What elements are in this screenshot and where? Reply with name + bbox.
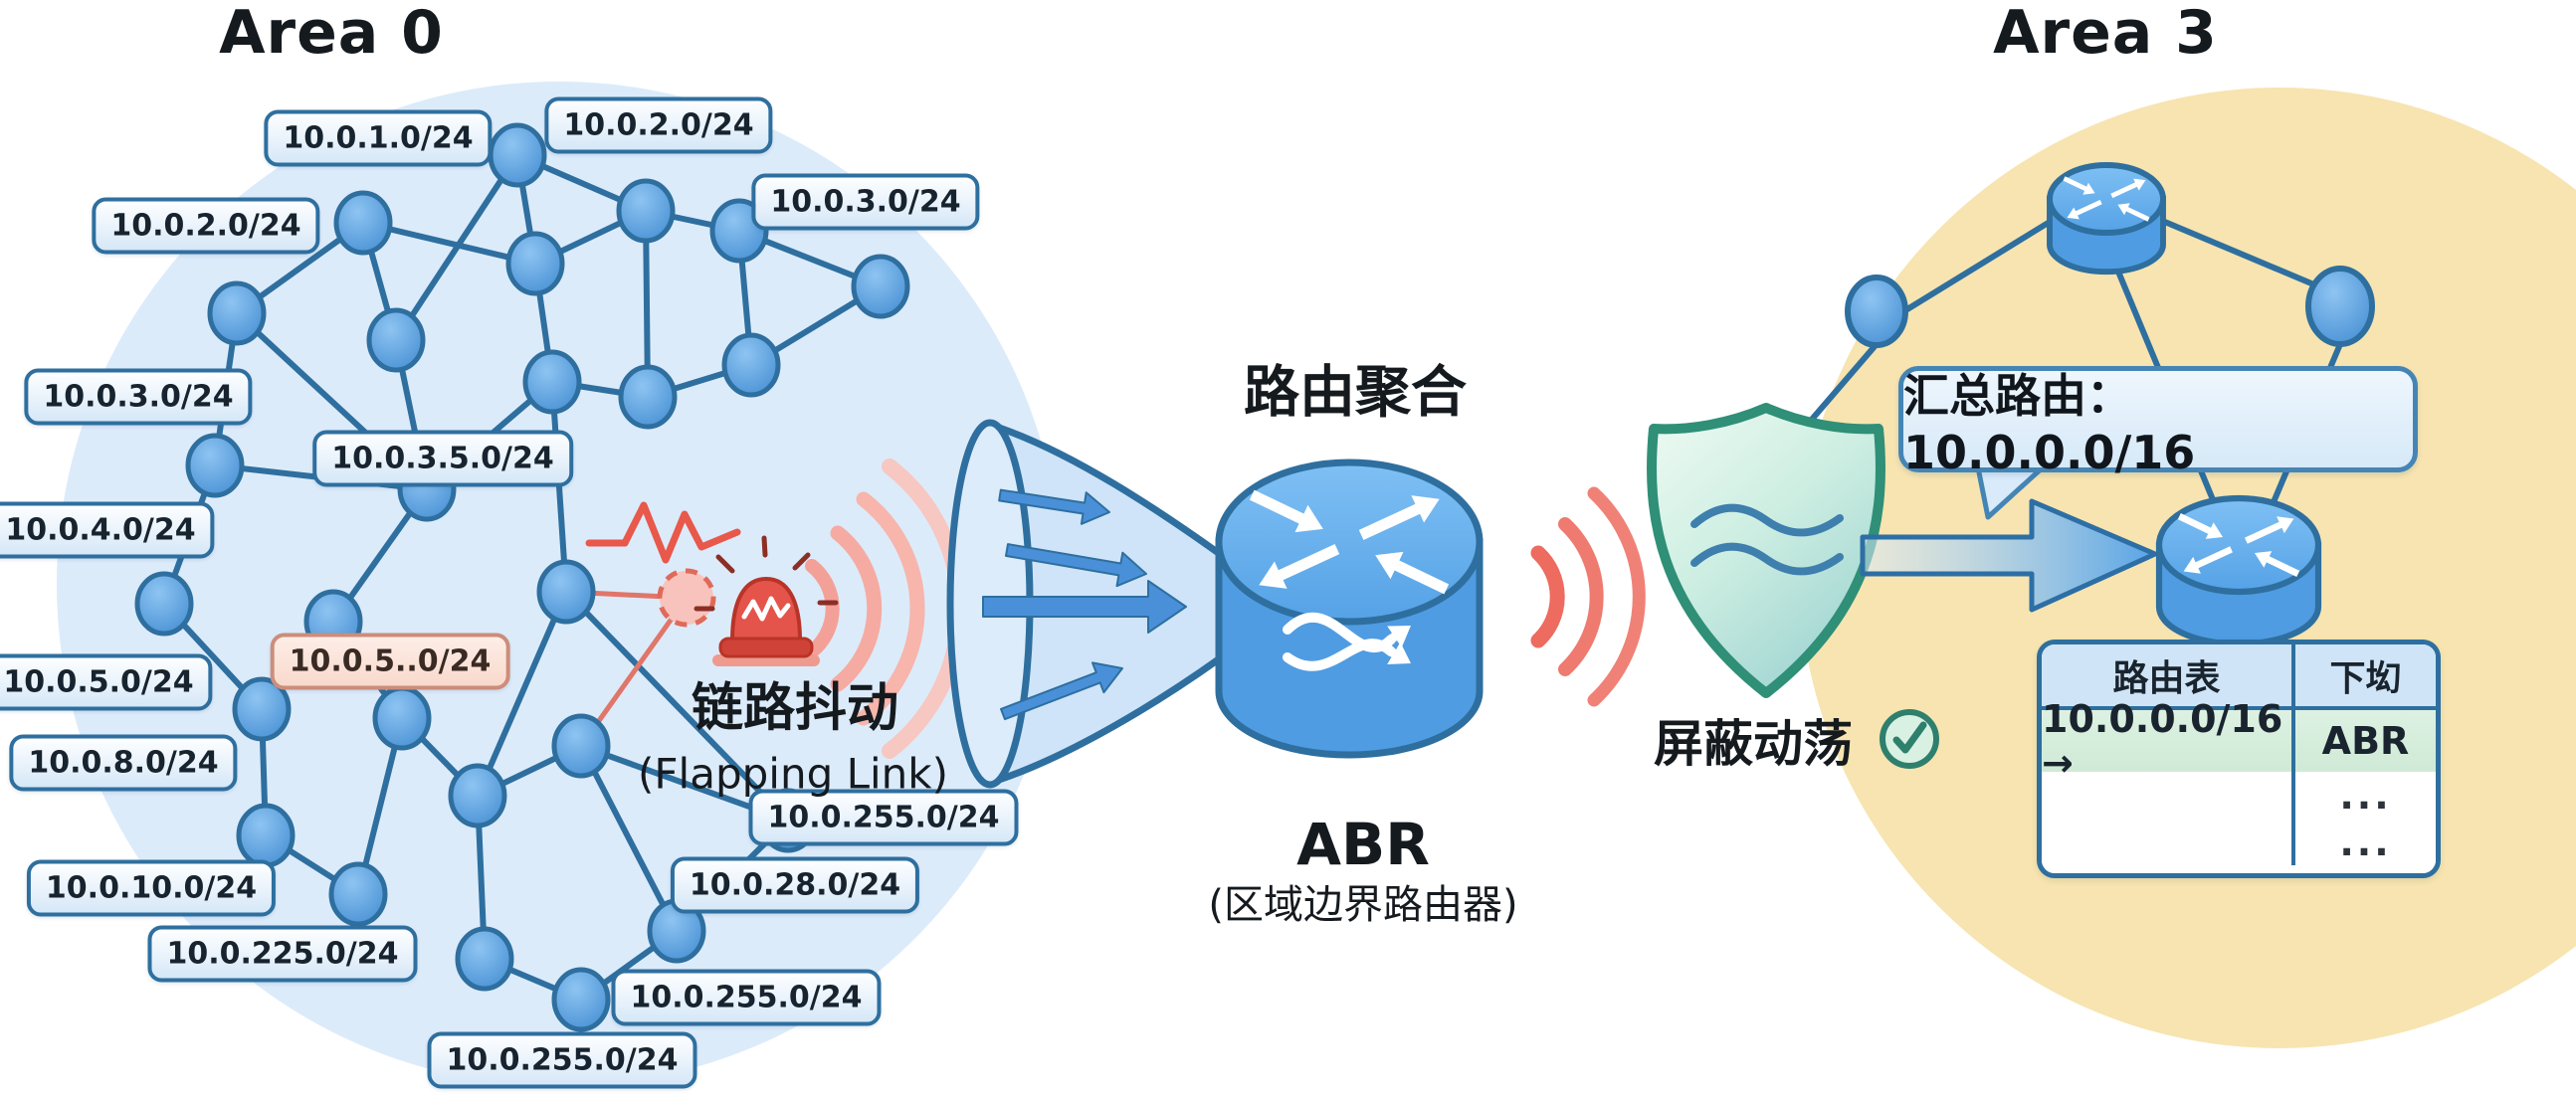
shuffle-icon [1283, 639, 1396, 671]
network-node [721, 332, 781, 398]
arrow-icon [2245, 516, 2294, 544]
flapping-link-subtitle: (Flapping Link) [638, 749, 948, 799]
network-node [551, 713, 611, 779]
check-icon [1880, 709, 1939, 769]
subnet-label: 10.0.2.0/24 [544, 96, 773, 154]
subnet-label: 10.0.225.0/24 [147, 925, 418, 983]
arrow-icon [1386, 626, 1411, 647]
arrow-icon [1005, 543, 1147, 588]
router-icon [2047, 162, 2166, 275]
network-node [236, 803, 296, 868]
arrow-icon [1000, 661, 1123, 721]
routing-table-header-cell: 路由表 [2042, 644, 2295, 706]
wave-line-icon [1690, 542, 1844, 576]
router-icon [1215, 458, 1484, 759]
router-icon [2155, 494, 2322, 647]
routing-table-header-cell: 下㘭 [2329, 658, 2402, 699]
arrow-icon [1259, 544, 1340, 589]
routing-table-cell: 10.0.0.0/16 → [2042, 697, 2295, 785]
routing-table-row: ... [2042, 772, 2436, 819]
alarm-siren-icon [694, 535, 839, 666]
subnet-label: 10.0.3.5.0/24 [312, 430, 573, 487]
area3-title: Area 3 [1993, 0, 2218, 68]
arrow-icon [1386, 642, 1411, 664]
routing-table-cell: ... [2339, 820, 2392, 864]
arrow-icon [1375, 551, 1450, 595]
subnet-label: 10.0.255.0/24 [748, 789, 1019, 846]
subnet-label: 10.0.10.0/24 [26, 859, 277, 917]
network-edge [563, 589, 791, 824]
network-node [618, 364, 678, 430]
arrow-icon [2110, 178, 2146, 199]
network-edge [549, 379, 569, 595]
aggregation-funnel-icon [946, 419, 1224, 789]
red-wave-icon [1530, 486, 1646, 707]
subnet-label: 10.0.1.0/24 [264, 109, 493, 167]
arrow-icon [2177, 513, 2223, 539]
network-node [851, 254, 910, 319]
network-node [207, 280, 267, 346]
subnet-label: 10.0.3.0/24 [751, 173, 980, 231]
routing-table-cell: ABR [2321, 719, 2410, 763]
subnet-label: 10.0.5..0/24 [270, 633, 510, 690]
network-node [185, 433, 245, 498]
routing-table-row: 10.0.0.0/16 → ABR [2042, 697, 2436, 785]
subnet-label: 10.0.255.0/24 [611, 969, 882, 1026]
arrow-icon [2063, 176, 2095, 195]
network-node [333, 190, 393, 256]
network-edge [578, 743, 680, 934]
network-node [522, 349, 582, 415]
routing-table-cell [2042, 819, 2295, 865]
route-aggregation-title: 路由聚合 [1244, 360, 1467, 426]
abr-name: ABR [1296, 811, 1430, 878]
network-node [232, 676, 292, 742]
arrow-icon [2255, 551, 2300, 577]
network-node [1845, 275, 1908, 348]
subnet-label: 10.0.4.0/24 [0, 501, 215, 559]
subnet-label: 10.0.2.0/24 [92, 197, 320, 255]
arrow-icon [2067, 199, 2102, 220]
subnet-label: 10.0.3.0/24 [24, 368, 253, 426]
shield-icon [1647, 403, 1885, 698]
network-node [372, 685, 432, 751]
network-node [488, 122, 547, 188]
wave-line-icon [1690, 503, 1844, 537]
network-node [505, 231, 565, 296]
arrow-icon [2183, 546, 2233, 574]
arrow-icon [982, 580, 1187, 634]
summary-route-text: 汇总路由：10.0.0.0/16 [1903, 368, 2196, 479]
subnet-label: 10.0.255.0/24 [427, 1031, 697, 1089]
routing-table-header: 路由表 下㘭 [2042, 644, 2436, 710]
area0-title: Area 0 [219, 0, 444, 68]
network-node [366, 307, 426, 373]
network-node [328, 861, 388, 927]
arrow-icon [2117, 203, 2150, 222]
network-node [616, 178, 676, 244]
routing-table-cell [2042, 772, 2295, 819]
subnet-label: 10.0.28.0/24 [670, 856, 920, 914]
arrow-icon [998, 488, 1110, 525]
network-node [455, 926, 514, 992]
network-node [551, 967, 611, 1032]
subnet-label: 10.0.8.0/24 [9, 734, 238, 792]
network-node [2305, 266, 2375, 347]
flapping-link-title: 链路抖动 [691, 678, 899, 739]
flapping-node-icon [657, 568, 716, 628]
forward-arrow-icon [1860, 498, 2158, 613]
network-node [448, 763, 507, 828]
arrow-icon [1358, 495, 1440, 540]
summary-route-bubble: 汇总路由：10.0.0.0/16 [1898, 366, 2418, 479]
network-node [536, 559, 596, 625]
subnet-label: 10.0.5.0/24 [0, 653, 213, 711]
abr-subtitle: (区域边界路由器) [1208, 882, 1518, 928]
routing-table-cell: ... [2339, 773, 2392, 818]
shield-label: 屏蔽动荡 [1654, 715, 1853, 773]
flap-zigzag-icon [585, 501, 741, 564]
arrow-icon [1249, 489, 1323, 533]
network-node [134, 571, 194, 637]
routing-table-row: ... [2042, 819, 2436, 865]
network-edge [475, 589, 569, 799]
routing-table: 路由表 下㘭 10.0.0.0/16 → ABR ... ... [2037, 640, 2441, 878]
